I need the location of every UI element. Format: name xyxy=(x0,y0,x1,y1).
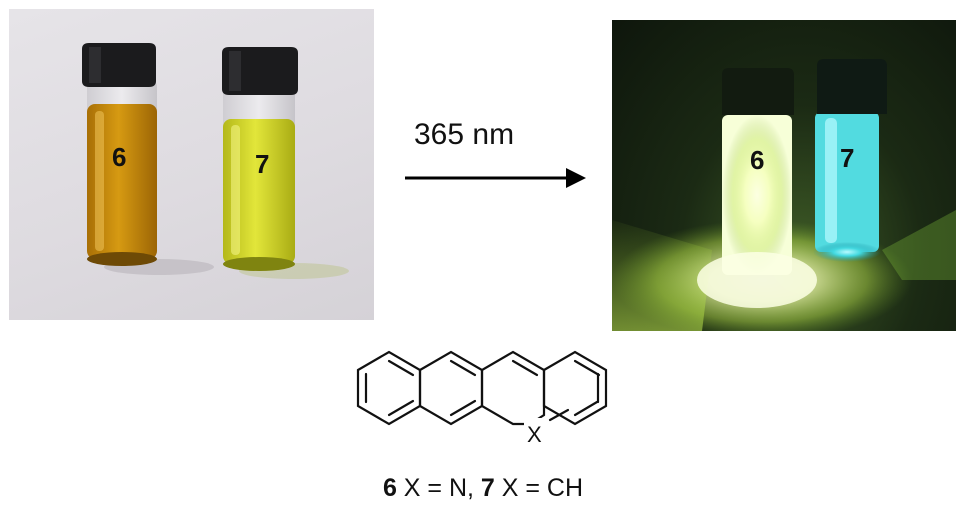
uv-vial-7-label: 7 xyxy=(840,143,855,173)
ring-d xyxy=(542,350,608,426)
vial-6 xyxy=(82,43,157,266)
uv-vial-7-cap xyxy=(817,59,887,114)
ambient-light-photo: 6 7 xyxy=(9,9,374,320)
vial-7 xyxy=(222,47,298,271)
uv-vial-6-label: 6 xyxy=(750,145,765,175)
ring-a xyxy=(356,350,422,426)
uv-vial-6 xyxy=(697,68,817,308)
light-beam xyxy=(612,220,712,331)
compound-7-number: 7 xyxy=(480,474,495,502)
ring-b xyxy=(418,350,484,426)
compound-6-definition: X = N, xyxy=(396,474,481,502)
vial-6-label: 6 xyxy=(112,142,127,172)
uv-vials-drawing xyxy=(612,59,956,331)
structure-caption: 6 X = N, 7 X = CH xyxy=(0,474,966,503)
uv-light-photo: 6 7 xyxy=(612,20,956,331)
compound-7-definition: X = CH xyxy=(494,474,584,502)
light-beam-right xyxy=(882,210,956,280)
compound-6-number: 6 xyxy=(382,474,397,502)
heteroatom-label: X xyxy=(527,422,542,447)
uv-vial-6-cap xyxy=(722,68,794,115)
ambient-vials-drawing xyxy=(82,43,349,279)
ring-c xyxy=(480,350,546,426)
uv-vial-7 xyxy=(813,59,887,262)
vial-7-label: 7 xyxy=(255,149,270,179)
wavelength-label: 365 nm xyxy=(414,118,515,151)
